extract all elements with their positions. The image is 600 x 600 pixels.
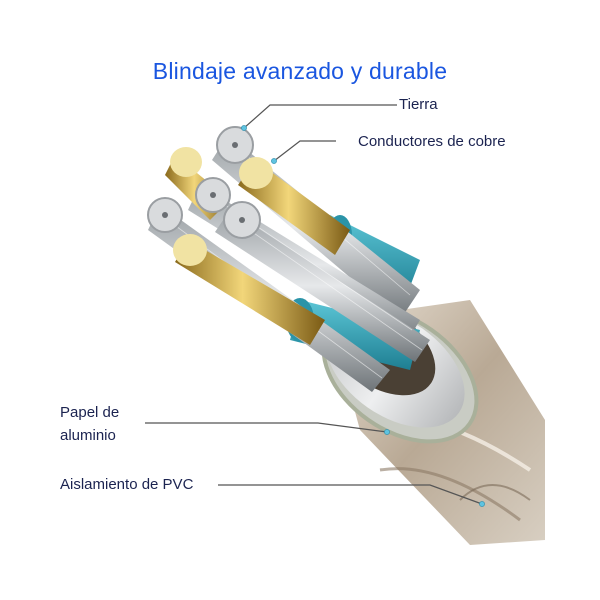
marker-dot-papel [384, 429, 390, 435]
leader-pvc [218, 484, 483, 505]
strand-end-caps [147, 126, 261, 239]
label-papel-de-aluminio-line1: Papel de [60, 404, 120, 421]
leader-conductores [273, 140, 336, 162]
diagram-title: Blindaje avanzado y durable [152, 58, 448, 84]
marker-dot-tierra [241, 125, 247, 131]
leader-tierra [243, 104, 397, 129]
leader-lines [145, 104, 483, 505]
marker-dot-conductores [271, 158, 277, 164]
label-tierra: Tierra [399, 96, 438, 113]
marker-dots [241, 125, 485, 507]
marker-dot-pvc [479, 501, 485, 507]
label-aislamiento-pvc: Aislamiento de PVC [60, 476, 194, 493]
leader-papel [145, 422, 388, 433]
label-papel-de-aluminio-line2: aluminio [60, 427, 116, 444]
label-conductores-de-cobre: Conductores de cobre [358, 133, 506, 150]
